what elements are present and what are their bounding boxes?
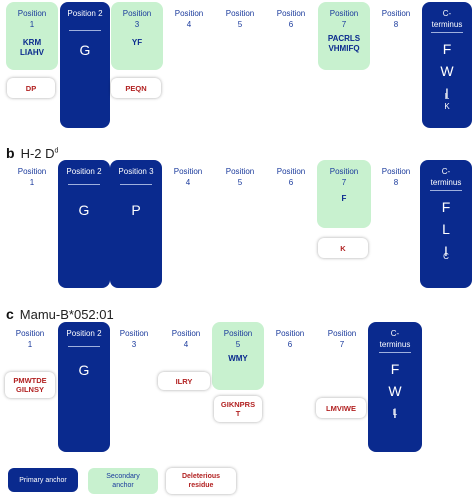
panel-a-position-4: Position 4	[163, 2, 215, 42]
position-label: Position 6	[276, 9, 306, 29]
panel-b-label: b H-2 Dd	[6, 145, 58, 161]
legend-label: Primary anchor	[19, 476, 67, 484]
panel-a-position-3: Position 3 YF	[111, 2, 163, 70]
panel-c-position-2: Position 2 G	[58, 322, 110, 452]
panel-c-position-5: Position 5 WMY	[212, 322, 264, 390]
panel-a-position-2: Position 2 G	[60, 2, 110, 128]
panel-b-position-6: Position 6	[265, 160, 317, 200]
deleterious-box-p1: DP	[7, 78, 55, 98]
position-label: Position 8	[381, 9, 411, 29]
legend-label: Deleterious residue	[181, 473, 221, 489]
position-label: Position 1	[17, 167, 47, 187]
position-label: C- terminus	[430, 167, 462, 187]
panel-b-position-5: Position 5	[214, 160, 266, 200]
position-label: Position 5	[225, 9, 255, 29]
secondary-residues: WMY	[228, 354, 248, 363]
position-label: Position 6	[275, 329, 305, 349]
panel-title: H-2 Dd	[21, 146, 59, 161]
position-label: Position 7	[329, 9, 359, 29]
divider	[430, 190, 462, 191]
divider	[379, 352, 411, 353]
panel-b-c-terminus: C- terminus F L I C	[420, 160, 472, 288]
primary-residue: G	[79, 42, 91, 58]
legend-label: Secondary anchor	[106, 473, 140, 489]
panel-b-position-1: Position 1	[4, 160, 60, 200]
panel-a-position-6: Position 6	[265, 2, 317, 42]
panel-b-position-7: Position 7 F	[317, 160, 371, 228]
panel-a-c-terminus: C- terminus F W I L K	[422, 2, 472, 128]
position-label: Position 4	[173, 167, 203, 187]
title-superscript: d	[54, 147, 59, 155]
deleterious-box-p4: ILRY	[158, 372, 210, 390]
panel-letter: b	[6, 145, 15, 161]
panel-c-position-1: Position 1	[4, 322, 56, 362]
legend-primary-anchor: Primary anchor	[8, 468, 78, 492]
legend-secondary-anchor: Secondary anchor	[88, 468, 158, 494]
divider	[120, 184, 152, 185]
panel-c-position-3: Position 3	[108, 322, 160, 362]
position-label: Position 1	[15, 329, 45, 349]
position-label: Position 4	[171, 329, 201, 349]
legend-deleterious-residue: Deleterious residue	[166, 468, 236, 494]
position-label: Position 7	[327, 329, 357, 349]
position-label: Position 7	[329, 167, 359, 187]
panel-c-c-terminus: C- terminus F W I L	[368, 322, 422, 452]
panel-a-position-1: Position 1 KRM LIAHV	[6, 2, 58, 70]
panel-c-position-6: Position 6	[264, 322, 316, 362]
position-label: C- terminus	[379, 329, 411, 349]
deleterious-box-p1: PMWTDE GILNSY	[5, 372, 55, 398]
primary-residue: G	[78, 362, 90, 378]
position-label: Position 2	[66, 167, 102, 176]
title-main: H-2 D	[20, 146, 55, 161]
primary-residue: G	[78, 202, 90, 218]
position-label: Position 3	[119, 329, 149, 349]
divider	[431, 32, 463, 33]
panel-b-position-2: Position 2 G	[58, 160, 110, 288]
panel-b-position-8: Position 8	[370, 160, 422, 200]
secondary-residues: KRM LIAHV	[20, 38, 44, 57]
position-label: Position 8	[381, 167, 411, 187]
panel-c-position-4: Position 4	[160, 322, 212, 362]
minor-residues: L	[392, 408, 398, 417]
panel-b-position-4: Position 4	[162, 160, 214, 200]
primary-residue: P	[131, 202, 141, 218]
position-label: Position 1	[17, 9, 47, 29]
secondary-residues: YF	[131, 38, 143, 47]
deleterious-box-p3: PEQN	[111, 78, 161, 98]
position-label: Position 2	[67, 9, 103, 18]
deleterious-box-p7: LMVIWE	[316, 398, 366, 418]
minor-residues: C	[443, 252, 449, 261]
panel-a-position-7: Position 7 PACRLS VHMIFQ	[318, 2, 370, 70]
position-label: Position 4	[174, 9, 204, 29]
panel-c-label: c Mamu-B*052:01	[6, 306, 114, 322]
deleterious-box-p5: GIKNPRS T	[214, 396, 262, 422]
primary-residues: F L I	[441, 199, 451, 259]
panel-title: Mamu-B*052:01	[19, 307, 114, 322]
panel-a-position-5: Position 5	[214, 2, 266, 42]
divider	[69, 30, 101, 31]
panel-a-position-8: Position 8	[370, 2, 422, 42]
position-label: Position 6	[276, 167, 306, 187]
panel-c-position-7: Position 7	[316, 322, 368, 362]
primary-residues: F W I	[440, 41, 454, 101]
panel-b-position-3: Position 3 P	[110, 160, 162, 288]
divider	[68, 346, 100, 347]
position-label: Position 2	[66, 329, 102, 338]
secondary-residues: PACRLS VHMIFQ	[327, 34, 361, 53]
panel-letter: c	[6, 306, 14, 322]
deleterious-box-p7: K	[318, 238, 368, 258]
primary-residues: F W I	[388, 361, 402, 421]
position-label: Position 3	[118, 167, 154, 176]
position-label: Position 5	[225, 167, 255, 187]
position-label: Position 3	[122, 9, 152, 29]
minor-residues: L K	[444, 92, 450, 111]
secondary-residues: F	[341, 194, 347, 203]
divider	[68, 184, 100, 185]
position-label: Position 5	[223, 329, 253, 349]
position-label: C- terminus	[431, 9, 463, 29]
